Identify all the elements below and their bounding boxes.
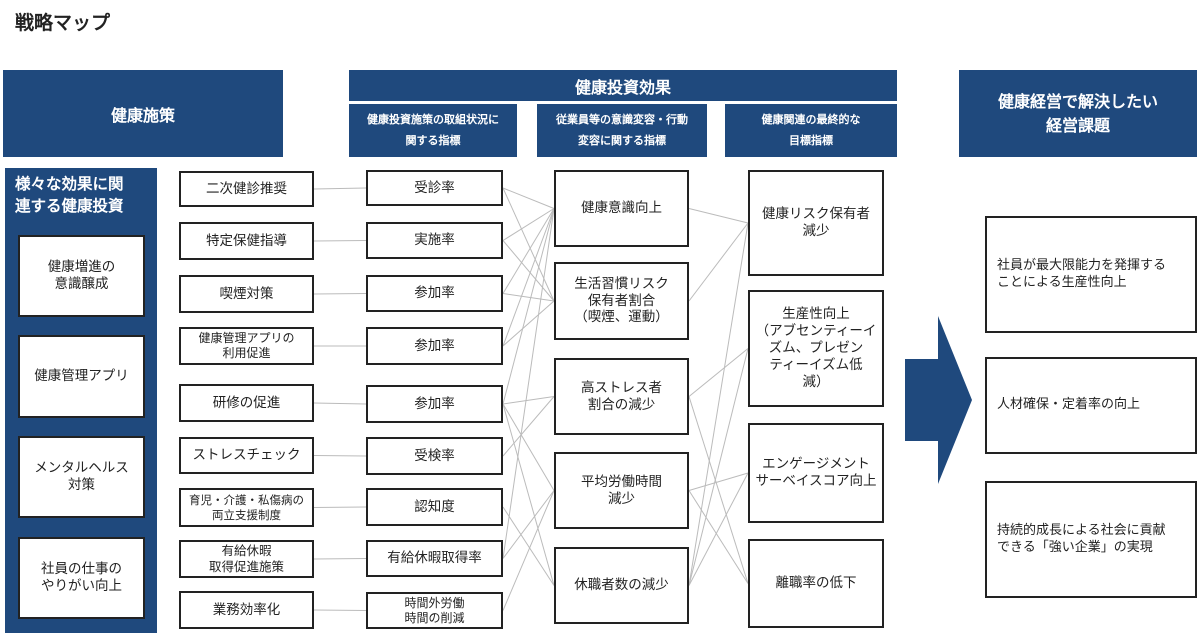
left-panel-item: メンタルヘルス 対策 bbox=[18, 436, 145, 518]
measure-box: ストレスチェック bbox=[179, 437, 314, 474]
behavior-box: 高ストレス者 割合の減少 bbox=[554, 358, 689, 435]
measure-box: 業務効率化 bbox=[179, 591, 314, 629]
measure-box: 二次健診推奨 bbox=[179, 171, 314, 207]
goal-box: 離職率の低下 bbox=[748, 539, 884, 628]
arrow-right-icon bbox=[905, 316, 973, 484]
indicator-box: 参加率 bbox=[366, 385, 503, 423]
connector-line bbox=[313, 455, 367, 457]
connector-line bbox=[502, 300, 555, 347]
connector-line bbox=[502, 187, 555, 302]
connector-line bbox=[502, 396, 555, 405]
connector-line bbox=[502, 187, 555, 209]
behavior-box: 生活習慣リスク 保有者割合 （喫煙、運動） bbox=[554, 262, 689, 340]
indicator-box: 時間外労働 時間の削減 bbox=[366, 592, 503, 629]
connector-line bbox=[688, 208, 749, 224]
connector-line bbox=[688, 348, 749, 586]
connector-line bbox=[313, 293, 367, 295]
connector-line bbox=[502, 490, 555, 611]
connector-line bbox=[502, 208, 555, 405]
header-issues: 健康経営で解決したい 経営課題 bbox=[959, 70, 1197, 157]
goal-box: 生産性向上 （アブセンティーイ ズム、プレゼン ティーイズム低 減） bbox=[748, 290, 884, 407]
connector-line bbox=[502, 490, 555, 559]
connector-line bbox=[313, 402, 367, 405]
connector-line bbox=[688, 222, 749, 586]
left-panel: 様々な効果に関 連する健康投資 健康増進の 意識醸成 健康管理アプリ メンタルヘ… bbox=[5, 168, 157, 633]
left-panel-item: 健康増進の 意識醸成 bbox=[18, 235, 145, 317]
left-panel-item: 健康管理アプリ bbox=[18, 335, 145, 418]
behavior-box: 健康意識向上 bbox=[554, 170, 689, 247]
connector-line bbox=[688, 490, 749, 584]
connector-line bbox=[502, 240, 555, 302]
header-effects: 健康投資効果 bbox=[349, 70, 897, 101]
connector-line bbox=[313, 609, 367, 611]
connector-line bbox=[502, 208, 555, 559]
connector-line bbox=[502, 208, 555, 347]
indicator-box: 認知度 bbox=[366, 488, 503, 526]
connector-line bbox=[502, 208, 555, 294]
indicator-box: 参加率 bbox=[366, 275, 503, 312]
measure-box: 有給休暇 取得促進施策 bbox=[179, 540, 314, 578]
indicator-box: 参加率 bbox=[366, 327, 503, 365]
measure-box: 健康管理アプリの 利用促進 bbox=[179, 327, 314, 365]
header-effects-sub-3: 健康関連の最終的な 目標指標 bbox=[725, 104, 897, 157]
connector-line bbox=[313, 187, 367, 190]
connector-line bbox=[313, 240, 367, 242]
page-title: 戦略マップ bbox=[15, 12, 111, 34]
indicator-box: 有給休暇取得率 bbox=[366, 540, 503, 577]
connector-line bbox=[688, 348, 749, 397]
connector-line bbox=[688, 396, 749, 584]
indicator-box: 受診率 bbox=[366, 170, 503, 206]
indicator-box: 実施率 bbox=[366, 222, 503, 259]
behavior-box: 休職者数の減少 bbox=[554, 547, 689, 624]
issue-box: 人材確保・定着率の向上 bbox=[985, 357, 1197, 454]
connector-line bbox=[502, 208, 555, 241]
goal-box: 健康リスク保有者 減少 bbox=[748, 170, 884, 276]
connector-line bbox=[688, 472, 749, 491]
goal-box: エンゲージメント サーベイスコア向上 bbox=[748, 423, 884, 523]
issue-box: 持続的成長による社会に貢献 できる「強い企業」の実現 bbox=[985, 481, 1197, 598]
issue-box: 社員が最大限能力を発揮する ことによる生産性向上 bbox=[985, 216, 1197, 333]
connector-line bbox=[502, 403, 555, 491]
connector-line bbox=[502, 293, 555, 302]
measure-box: 育児・介護・私傷病の 両立支援制度 bbox=[179, 488, 314, 527]
left-panel-item: 社員の仕事の やりがい向上 bbox=[18, 537, 145, 619]
connector-line bbox=[313, 558, 367, 560]
header-measures: 健康施策 bbox=[3, 70, 283, 157]
connector-line bbox=[313, 506, 367, 508]
connector-line bbox=[502, 506, 555, 586]
behavior-box: 平均労働時間 減少 bbox=[554, 452, 689, 529]
left-panel-title: 様々な効果に関 連する健康投資 bbox=[15, 175, 124, 215]
measure-box: 特定保健指導 bbox=[179, 222, 314, 260]
header-effects-sub-2: 従業員等の意識変容・行動 変容に関する指標 bbox=[537, 104, 707, 157]
measure-box: 喫煙対策 bbox=[179, 275, 314, 313]
indicator-box: 受検率 bbox=[366, 437, 503, 475]
connector-line bbox=[502, 403, 555, 586]
connector-line bbox=[688, 472, 749, 586]
connector-line bbox=[688, 222, 749, 302]
measure-box: 研修の促進 bbox=[179, 384, 314, 422]
header-effects-sub-1: 健康投資施策の取組状況に 関する指標 bbox=[349, 104, 517, 157]
connector-line bbox=[502, 396, 555, 457]
